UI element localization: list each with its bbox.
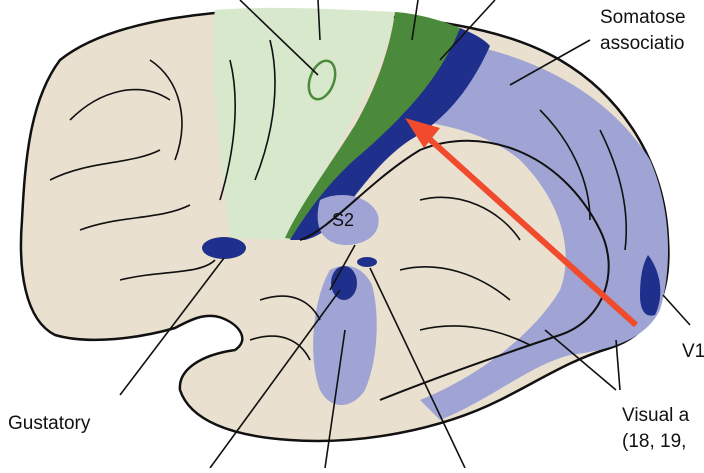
temporal-lobe-contour [299, 139, 610, 401]
sulci-lines [49, 39, 628, 361]
leader-lines [119, 0, 691, 469]
s2-label: S2 [332, 210, 354, 230]
motor-cortex-region [213, 7, 395, 241]
somatosensory-label-line2: associatio [600, 33, 685, 54]
visual-label-line1: Visual a [622, 405, 690, 426]
red-arrow [405, 118, 639, 328]
somatosensory-label-line1: Somatose [600, 7, 686, 28]
primary-auditory-cortex [331, 266, 357, 300]
gustatory-label: Gustatory [8, 413, 91, 434]
primary-somatosensory-cortex [290, 28, 490, 240]
visual-label-line2: (18, 19, [622, 431, 687, 452]
gustatory-cortex [202, 237, 246, 259]
somatosensory-strip [285, 12, 460, 240]
s2-region [317, 195, 379, 245]
v1-label: V1 [682, 341, 704, 362]
v1-region [640, 255, 661, 316]
vestibular-spot [357, 257, 377, 267]
frontal-eye-field [307, 59, 337, 101]
